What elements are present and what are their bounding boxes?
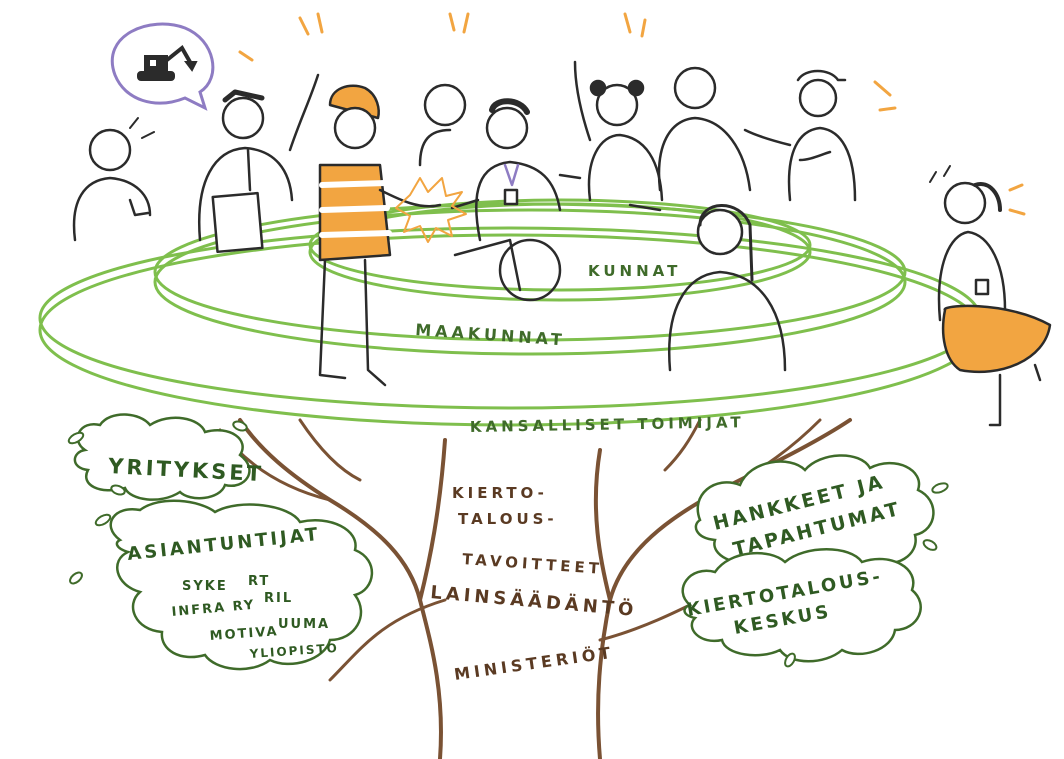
expert-org-infra-ry: INFRA RY bbox=[171, 598, 256, 620]
cloud-circular-economy-center bbox=[681, 548, 922, 663]
people bbox=[72, 12, 1052, 427]
decorative-leaves bbox=[67, 420, 949, 668]
trunk-ministries: MINISTERIÖT bbox=[453, 643, 615, 684]
person-man-with-cap bbox=[743, 69, 857, 202]
expert-org-yliopisto: YLIOPISTO bbox=[248, 641, 339, 661]
handshake-burst bbox=[395, 177, 467, 243]
expert-org-uuma: UUMA bbox=[278, 617, 330, 632]
expert-org-syke: SYKE bbox=[182, 579, 228, 594]
person-wheelchair-user bbox=[450, 98, 582, 302]
trunk-goals-line3: TAVOITTEET bbox=[462, 550, 604, 578]
surprise-ticks bbox=[129, 117, 951, 183]
ring-outer-label: KANSALLISET TOIMIJAT bbox=[470, 413, 745, 436]
person-man-with-papers bbox=[198, 73, 320, 254]
speech-bubble bbox=[111, 22, 215, 111]
trunk-goals-line2: TALOUS- bbox=[458, 510, 558, 528]
cloud-experts bbox=[109, 499, 374, 671]
expert-org-motiva: MOTIVA bbox=[209, 624, 279, 644]
person-construction-worker bbox=[318, 84, 442, 387]
excavator-icon bbox=[137, 44, 198, 81]
motion-lines bbox=[238, 12, 1026, 216]
person-woman-front bbox=[668, 204, 787, 372]
ring-inner-label: KUNNAT bbox=[588, 262, 681, 280]
person-bald-left bbox=[72, 128, 152, 242]
person-background-1 bbox=[418, 83, 467, 167]
person-girl-waving bbox=[573, 60, 664, 212]
trunk-goals-line1: KIERTO- bbox=[452, 484, 548, 502]
cloud-companies bbox=[73, 413, 251, 501]
person-woman-orange-skirt bbox=[937, 181, 1052, 427]
expert-org-rt: RT bbox=[248, 574, 270, 589]
expert-org-ril: RIL bbox=[264, 591, 293, 606]
person-man-standing bbox=[657, 66, 752, 192]
ring-middle-label: MAAKUNNAT bbox=[415, 320, 567, 349]
